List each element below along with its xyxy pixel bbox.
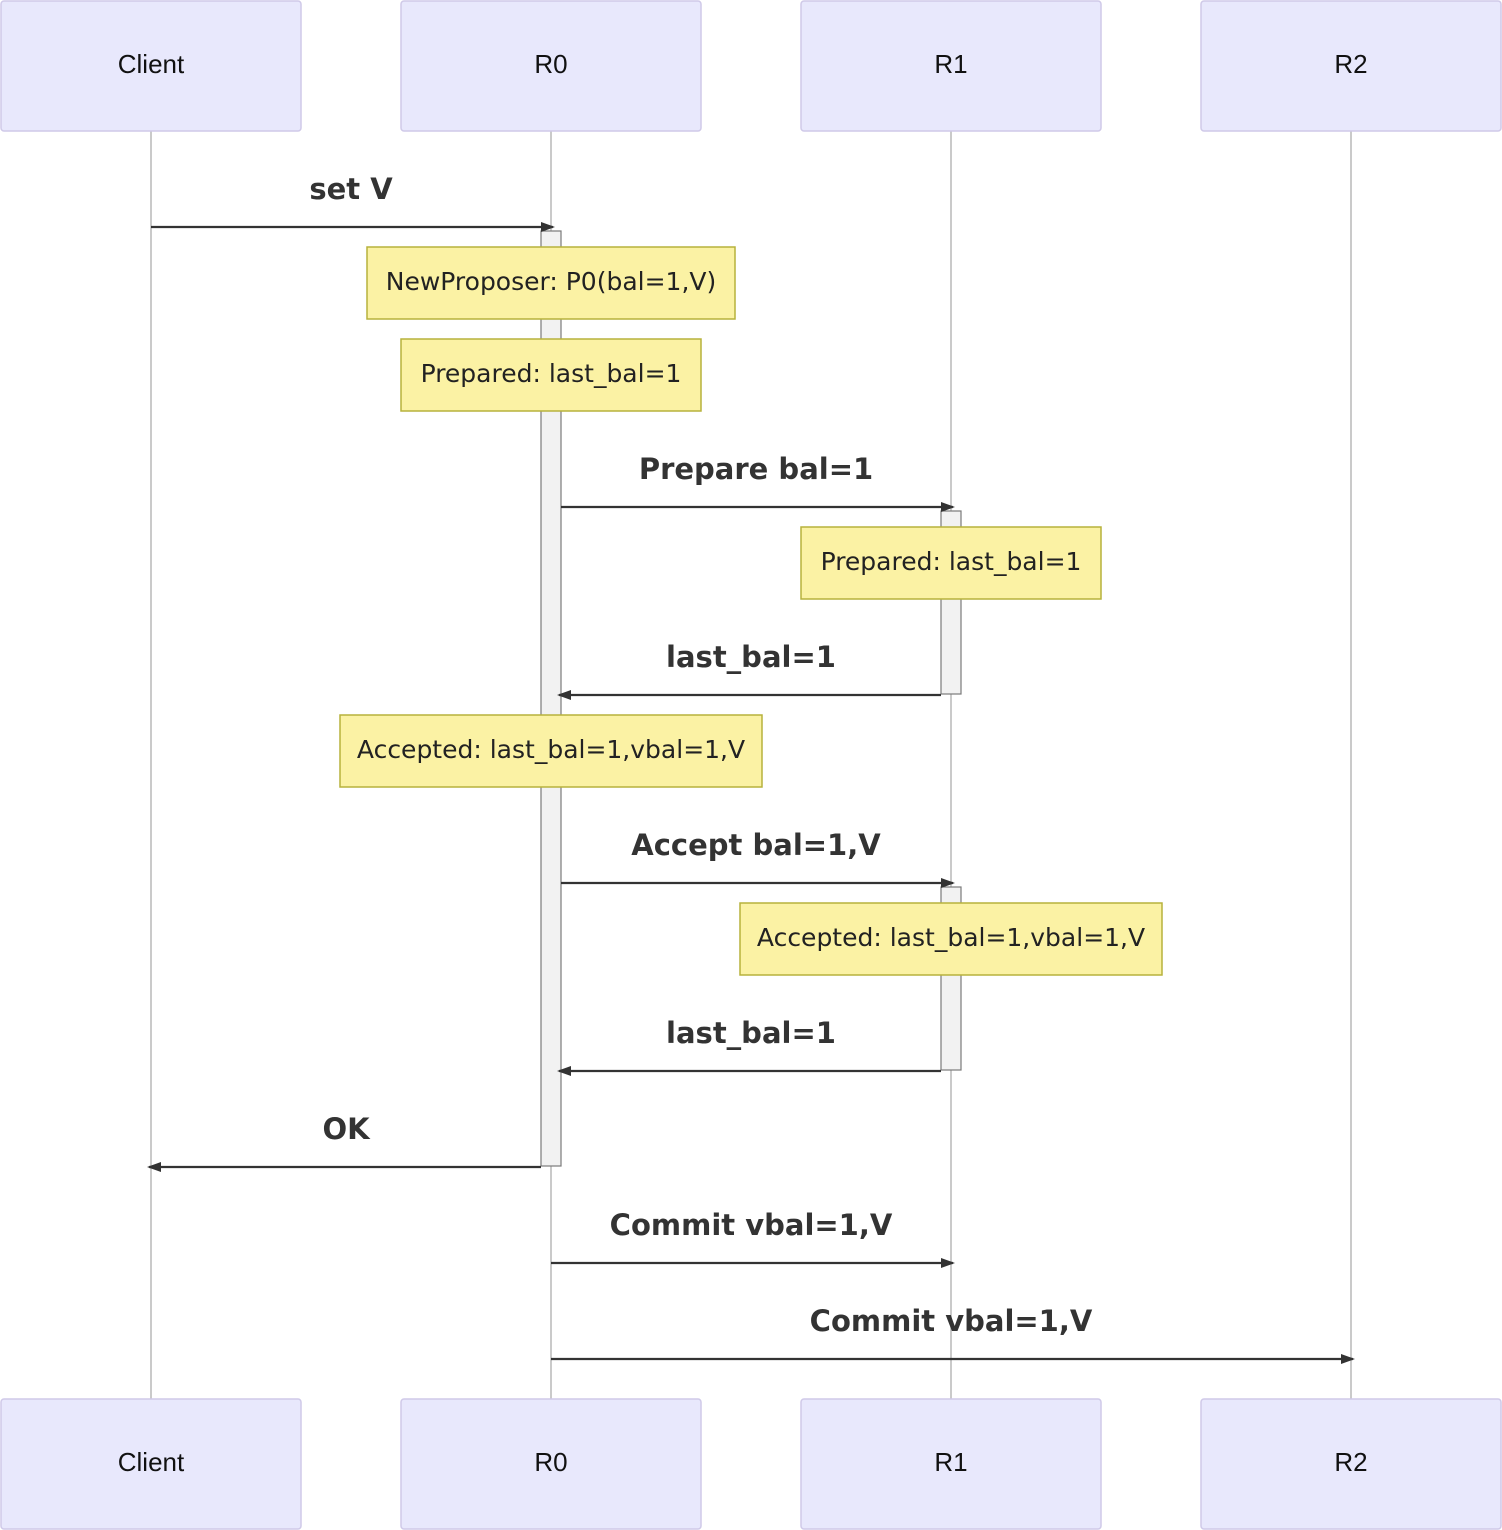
message-prepare: Prepare bal=1	[561, 452, 955, 512]
actor-r2-top[interactable]: R2	[1200, 0, 1502, 132]
note-text: Accepted: last_bal=1,vbal=1,V	[357, 735, 745, 764]
top-actors: Client R0 R1 R2	[0, 0, 1502, 132]
note-r0-accepted: Accepted: last_bal=1,vbal=1,V	[339, 714, 763, 788]
bottom-actors: Client R0 R1 R2	[0, 1398, 1502, 1530]
actor-label: R1	[934, 1447, 967, 1477]
message-label: Commit vbal=1,V	[610, 1208, 893, 1242]
message-label: Accept bal=1,V	[631, 828, 881, 862]
message-label: last_bal=1	[666, 1016, 836, 1050]
messages: set V Prepare bal=1 last_bal=1 Accept ba…	[147, 172, 1355, 1364]
note-text: Accepted: last_bal=1,vbal=1,V	[757, 923, 1145, 952]
note-text: NewProposer: P0(bal=1,V)	[386, 267, 717, 296]
message-label: last_bal=1	[666, 640, 836, 674]
message-prepare-reply: last_bal=1	[557, 640, 941, 700]
actor-label: R1	[934, 49, 967, 79]
message-accept-reply: last_bal=1	[557, 1016, 941, 1076]
actor-label: R0	[534, 49, 567, 79]
note-r1-accepted: Accepted: last_bal=1,vbal=1,V	[739, 902, 1163, 976]
message-commit-r2: Commit vbal=1,V	[551, 1304, 1355, 1364]
actor-client-top[interactable]: Client	[0, 0, 302, 132]
actor-label: Client	[118, 49, 185, 79]
actor-label: R0	[534, 1447, 567, 1477]
actor-client-bottom[interactable]: Client	[0, 1398, 302, 1530]
note-text: Prepared: last_bal=1	[821, 547, 1082, 576]
message-label: OK	[322, 1112, 371, 1146]
message-label: Prepare bal=1	[639, 452, 873, 486]
message-accept: Accept bal=1,V	[561, 828, 955, 888]
message-label: Commit vbal=1,V	[810, 1304, 1093, 1338]
message-set-v: set V	[151, 172, 555, 232]
actor-label: Client	[118, 1447, 185, 1477]
actor-r0-top[interactable]: R0	[400, 0, 702, 132]
message-commit-r1: Commit vbal=1,V	[551, 1208, 955, 1268]
actor-r0-bottom[interactable]: R0	[400, 1398, 702, 1530]
message-label: set V	[309, 172, 393, 206]
actor-label: R2	[1334, 1447, 1367, 1477]
actor-r1-bottom[interactable]: R1	[800, 1398, 1102, 1530]
note-r0-prepared: Prepared: last_bal=1	[400, 338, 702, 412]
notes: NewProposer: P0(bal=1,V) Prepared: last_…	[339, 246, 1163, 976]
note-new-proposer: NewProposer: P0(bal=1,V)	[366, 246, 736, 320]
note-r1-prepared: Prepared: last_bal=1	[800, 526, 1102, 600]
message-ok: OK	[147, 1112, 541, 1172]
actor-label: R2	[1334, 49, 1367, 79]
note-text: Prepared: last_bal=1	[421, 359, 682, 388]
actor-r1-top[interactable]: R1	[800, 0, 1102, 132]
actor-r2-bottom[interactable]: R2	[1200, 1398, 1502, 1530]
